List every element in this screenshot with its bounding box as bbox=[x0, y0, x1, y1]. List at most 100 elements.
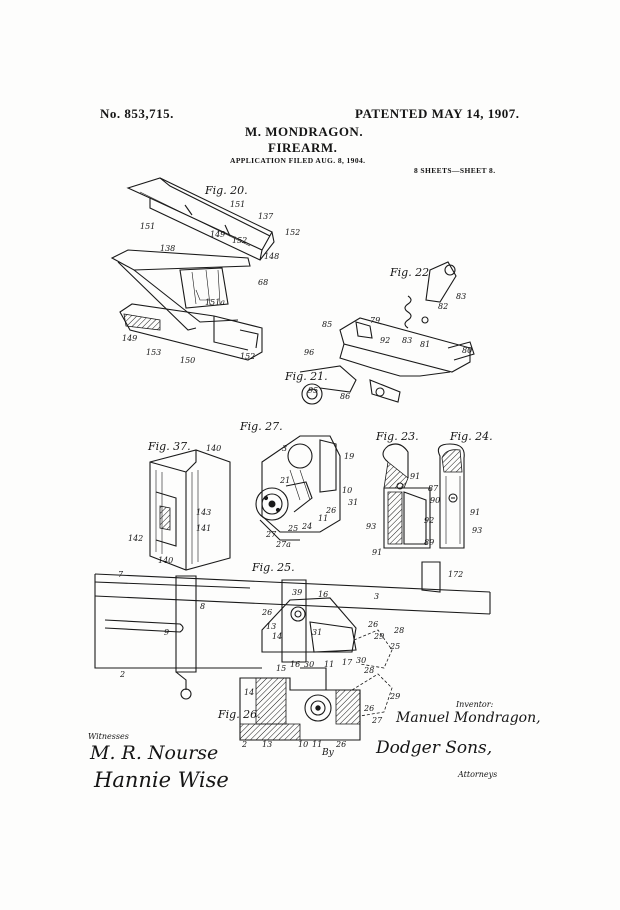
callout: 140 bbox=[158, 556, 174, 565]
patent-date: PATENTED MAY 14, 1907. bbox=[355, 106, 520, 121]
callout: 8 bbox=[200, 602, 206, 611]
callout: 24 bbox=[302, 522, 313, 531]
callout: 31 bbox=[312, 628, 323, 637]
callout: 95 bbox=[308, 386, 319, 395]
callout: 16 bbox=[318, 590, 329, 599]
callout: 87 bbox=[428, 484, 439, 493]
callout: 30 bbox=[304, 660, 315, 669]
callout: 96 bbox=[304, 348, 315, 357]
callout: 91 bbox=[372, 548, 383, 557]
callout: 85 bbox=[322, 320, 333, 329]
callout: 2 bbox=[120, 670, 126, 679]
callout: 143 bbox=[196, 508, 212, 517]
fig26-drawing bbox=[239, 667, 393, 741]
callout: 13 bbox=[266, 622, 277, 631]
fig22-label: Fig. 22 bbox=[390, 266, 430, 279]
callout: 25 bbox=[288, 524, 299, 533]
callout: 15 bbox=[276, 664, 287, 673]
callout: 91 bbox=[470, 508, 481, 517]
sheet-count: 8 SHEETS—SHEET 8. bbox=[414, 166, 496, 175]
callout: 27 bbox=[372, 716, 383, 725]
inventor-signature: Manuel Mondragon, bbox=[396, 710, 541, 726]
callout: 79 bbox=[370, 316, 381, 325]
callout: 153 bbox=[146, 348, 162, 357]
callout: 26 bbox=[368, 620, 379, 629]
callout: 150 bbox=[180, 356, 196, 365]
by-label: By bbox=[322, 748, 334, 758]
fig37-drawing bbox=[149, 449, 231, 571]
fig37-label: Fig. 37. bbox=[148, 440, 191, 453]
callout: 28 bbox=[394, 626, 405, 635]
callout: 91 bbox=[410, 472, 421, 481]
callout: 148 bbox=[264, 252, 280, 261]
callout: 3 bbox=[282, 444, 288, 453]
callout: 26 bbox=[336, 740, 347, 749]
callout: 2 bbox=[242, 740, 248, 749]
callout: 149 bbox=[122, 334, 138, 343]
callout: 68 bbox=[258, 278, 269, 287]
callout: 151a bbox=[205, 298, 226, 307]
attorney-signature: Dodger Sons, bbox=[376, 738, 493, 758]
callout: 86 bbox=[340, 392, 351, 401]
callout: 81 bbox=[420, 340, 431, 349]
callout: 93 bbox=[366, 522, 377, 531]
fig23-drawing bbox=[382, 443, 431, 549]
fig20-label: Fig. 20. bbox=[205, 184, 248, 197]
callout: 14 bbox=[272, 632, 283, 641]
callout: 29 bbox=[390, 692, 401, 701]
callout: 14 bbox=[244, 688, 255, 697]
callout: 27 bbox=[266, 530, 277, 539]
fig27-label: Fig. 27. bbox=[240, 420, 283, 433]
fig23-label: Fig. 23. bbox=[376, 430, 419, 443]
callout: 11 bbox=[312, 740, 323, 749]
callout: 17 bbox=[342, 658, 353, 667]
callout: 11 bbox=[318, 514, 329, 523]
callout: 152 bbox=[240, 352, 256, 361]
callout: 149 bbox=[210, 230, 226, 239]
callout: 29 bbox=[374, 632, 385, 641]
callout: 28 bbox=[364, 666, 375, 675]
witness-signature-1: M. R. Nourse bbox=[90, 742, 219, 764]
fig22-drawing bbox=[299, 261, 475, 405]
callout: 82 bbox=[438, 302, 449, 311]
callout: 141 bbox=[196, 524, 212, 533]
callout: 152 bbox=[232, 236, 248, 245]
fig25-drawing bbox=[94, 561, 491, 700]
callout: 7 bbox=[118, 570, 124, 579]
callout: 90 bbox=[430, 496, 441, 505]
fig26-label: Fig. 26. bbox=[218, 708, 261, 721]
callout: 83 bbox=[456, 292, 467, 301]
callout: 142 bbox=[128, 534, 144, 543]
callout: 151 bbox=[230, 200, 246, 209]
callout: 21 bbox=[280, 476, 291, 485]
callout: 89 bbox=[424, 538, 435, 547]
inventor-label: Inventor: bbox=[456, 700, 494, 709]
fig21-label: Fig. 21. bbox=[285, 370, 328, 383]
callout: 39 bbox=[292, 588, 303, 597]
witness-signature-2: Hannie Wise bbox=[94, 768, 229, 792]
callout: 13 bbox=[262, 740, 273, 749]
callout: 138 bbox=[160, 244, 176, 253]
callout: 16 bbox=[290, 660, 301, 669]
callout: 3 bbox=[374, 592, 380, 601]
callout: 140 bbox=[206, 444, 222, 453]
callout: 137 bbox=[258, 212, 274, 221]
callout: 92 bbox=[424, 516, 435, 525]
callout: 27a bbox=[276, 540, 291, 549]
callout: 25 bbox=[390, 642, 401, 651]
patent-number: No. 853,715. bbox=[100, 106, 174, 121]
callout: 26 bbox=[364, 704, 375, 713]
callout: 10 bbox=[298, 740, 309, 749]
callout: 26 bbox=[262, 608, 273, 617]
callout: 92 bbox=[380, 336, 391, 345]
fig20-drawing bbox=[110, 177, 275, 361]
callout: 152 bbox=[285, 228, 301, 237]
application-filed: APPLICATION FILED AUG. 8, 1904. bbox=[230, 156, 366, 165]
callout: 11 bbox=[324, 660, 335, 669]
fig27-drawing bbox=[255, 435, 341, 541]
invention-title: FIREARM. bbox=[268, 140, 338, 155]
callout: 93 bbox=[472, 526, 483, 535]
callout: 26 bbox=[326, 506, 337, 515]
callout: 172 bbox=[448, 570, 464, 579]
